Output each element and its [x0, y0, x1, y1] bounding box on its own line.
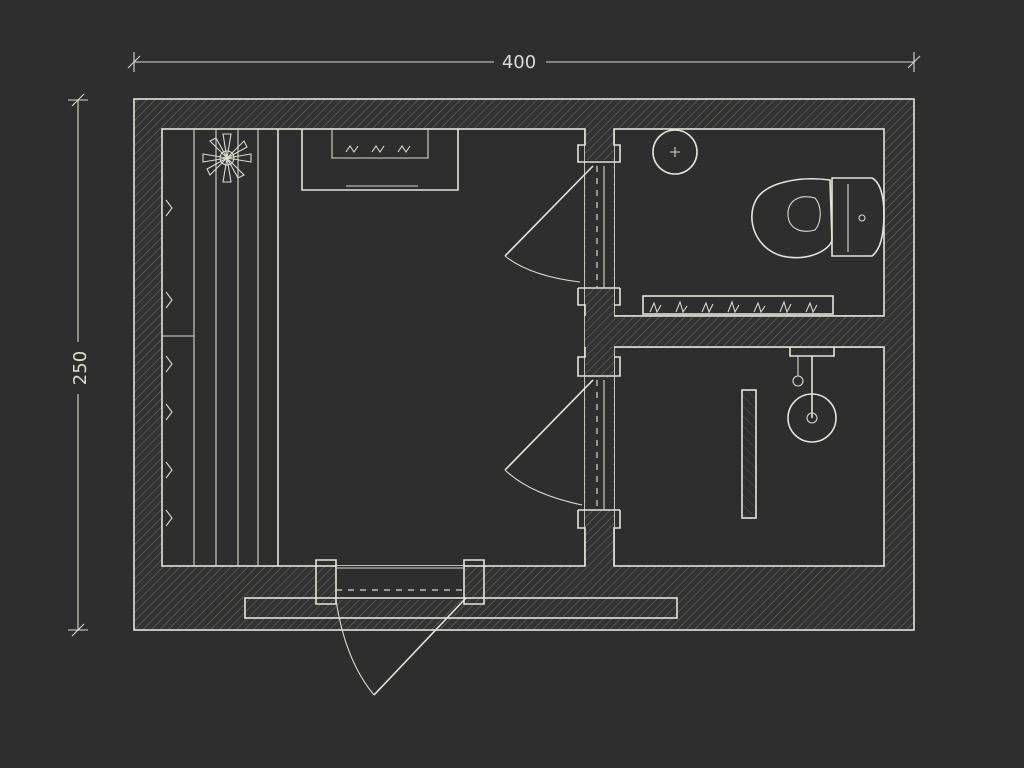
partition-wall — [585, 129, 884, 566]
exterior-walls — [133, 98, 915, 631]
door-jambs — [577, 129, 621, 566]
sauna-heater — [301, 129, 459, 191]
wash-basin — [652, 129, 698, 175]
height-dimension-label: 250 — [70, 351, 91, 385]
width-dimension: 400 — [127, 52, 921, 73]
shower-head-icon — [787, 347, 837, 443]
height-dimension: 250 — [68, 93, 91, 637]
toilet-icon — [751, 177, 885, 259]
entrance-door[interactable] — [244, 559, 678, 696]
plant-icon — [202, 133, 252, 183]
width-dimension-label: 400 — [502, 52, 536, 73]
bench — [162, 129, 279, 566]
shower-bench — [741, 389, 757, 519]
shower-door[interactable] — [504, 379, 605, 510]
toilet-door[interactable] — [504, 165, 605, 288]
grass-planter — [642, 295, 834, 315]
